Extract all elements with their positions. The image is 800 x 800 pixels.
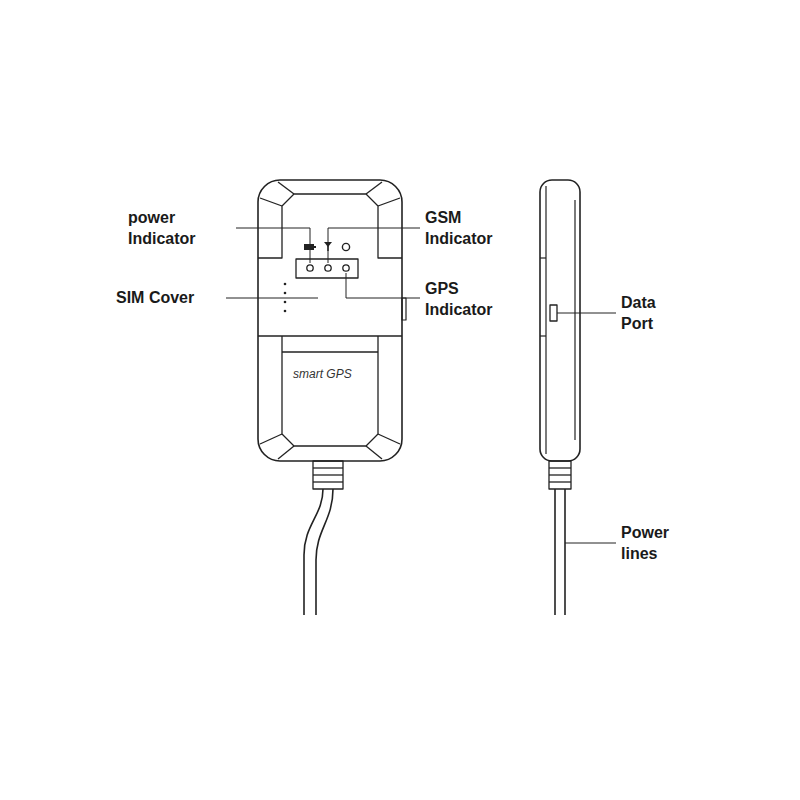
top-cap xyxy=(258,182,402,258)
callout-label: Data Port xyxy=(621,292,691,334)
callout-label: GSM Indicator xyxy=(425,207,520,249)
gps-led xyxy=(343,265,349,271)
strain-relief xyxy=(313,461,343,489)
cable xyxy=(304,489,323,615)
cable xyxy=(564,489,566,615)
callout-label: Power lines xyxy=(621,522,691,564)
device-housing xyxy=(258,180,402,461)
side-strain-relief xyxy=(549,461,571,489)
side-housing xyxy=(540,180,580,461)
status-icons xyxy=(304,242,350,251)
side-details xyxy=(540,186,575,454)
cable xyxy=(554,489,556,615)
callout-label: GPS Indicator xyxy=(425,278,520,320)
cable xyxy=(316,489,333,615)
device-print: smart GPS xyxy=(293,364,352,385)
bottom-cap xyxy=(258,336,402,459)
callout-label: SIM Cover xyxy=(116,287,194,308)
power-led xyxy=(307,265,313,271)
callout-label: power Indicator xyxy=(128,207,236,249)
sim-cover xyxy=(296,259,358,278)
gsm-led xyxy=(325,265,331,271)
leader-lines xyxy=(226,228,616,543)
side-port xyxy=(402,298,406,320)
data-port xyxy=(550,305,557,321)
